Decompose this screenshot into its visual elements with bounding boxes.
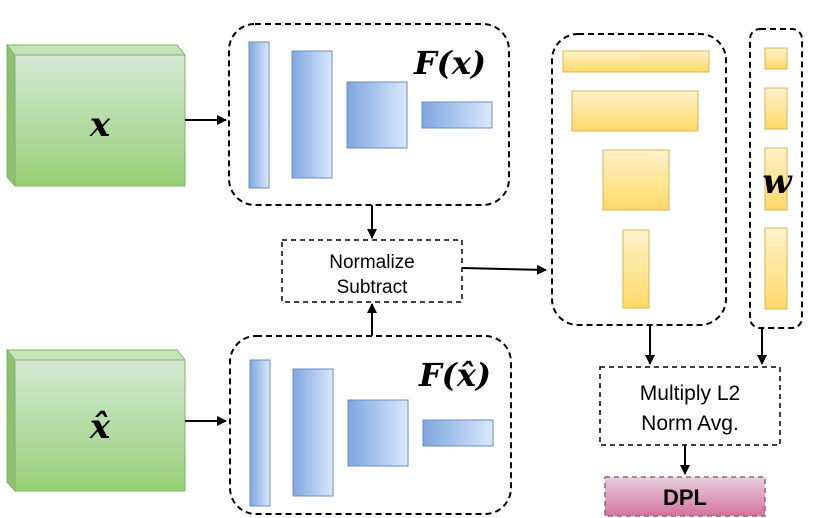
arrow-normalize-to-difference [461,264,547,275]
difference-bar-4 [622,229,650,309]
feature-top-label: F(x) [413,44,486,82]
normalize-line1: Normalize [329,252,415,273]
feature-bar-3 [347,399,409,467]
difference-bar-2 [571,90,699,132]
feature-bar-1 [248,41,270,189]
difference-bar-1 [562,50,710,73]
input-x-block: x [5,43,187,188]
feature-bar-4 [421,101,493,129]
input-xhat-label: x̂ [89,407,111,447]
dpl-label: DPL [663,485,707,510]
feature-extractor-top: F(x) [228,23,510,206]
normalize-subtract-box: Normalize Subtract [281,239,463,303]
multiply-line2: Norm Avg. [641,412,739,435]
weight-stack: w [749,28,803,329]
feature-bar-3 [346,81,408,149]
multiply-l2-norm-box: Multiply L2 Norm Avg. [599,366,781,446]
difference-bar-3 [602,149,670,211]
weight-bar-4 [764,227,788,310]
weight-label: w [762,162,793,202]
input-xhat-block: x̂ [5,348,187,493]
feature-bar-2 [292,368,334,497]
feature-bottom-label: F(x̂) [418,356,491,394]
weight-bar-3 [764,147,788,211]
weight-bar-2 [764,87,788,130]
weight-bar-1 [764,47,788,70]
difference-stack [551,33,727,326]
multiply-line1: Multiply L2 [640,382,740,405]
feature-bar-2 [291,50,333,179]
feature-bar-4 [422,419,494,447]
input-x-label: x [89,105,111,145]
normalize-line2: Subtract [337,277,408,298]
dpl-output-box: DPL [604,476,766,517]
feature-bar-1 [249,359,271,507]
feature-extractor-bottom: F(x̂) [229,335,512,515]
